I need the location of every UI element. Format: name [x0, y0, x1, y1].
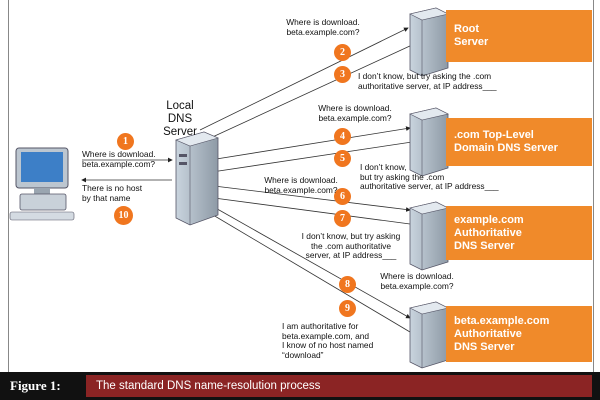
step-1: 1 [117, 133, 134, 150]
step-6: 6 [334, 188, 351, 205]
step-3: 3 [334, 66, 351, 83]
message-8: Where is download. beta.example.com? [380, 271, 454, 291]
root-server-tower-icon [409, 7, 449, 77]
message-6: Where is download. beta.example.com? [264, 175, 338, 195]
root-server-box: Root Server [446, 10, 592, 62]
arrow-5 [211, 141, 413, 174]
arrow-4 [209, 126, 411, 161]
figure-number: Figure 1: [10, 378, 61, 393]
example-server-box: example.com Authoritative DNS Server [446, 206, 592, 260]
message-1: Where is download. beta.example.com? [82, 149, 156, 169]
arrow-7 [213, 196, 411, 225]
beta-server-box: beta.example.com Authoritative DNS Serve… [446, 306, 592, 362]
example-server-tower-icon [409, 201, 449, 271]
figure-caption: Figure 1: The standard DNS name-resoluti… [0, 372, 600, 400]
message-5: I don’t know, but try asking the .com au… [360, 162, 499, 192]
arrow-9 [207, 211, 411, 333]
arrow-6 [213, 185, 411, 212]
step-10: 10 [114, 206, 133, 225]
message-3: I don’t know, but try asking the .com au… [358, 71, 497, 91]
beta-server-tower-icon [409, 301, 449, 369]
arrow-2 [199, 27, 409, 131]
step-4: 4 [334, 128, 351, 145]
message-7: I don’t know, but try asking the .com au… [301, 231, 401, 261]
step-7: 7 [334, 210, 351, 227]
diagram-area [8, 0, 594, 372]
step-5: 5 [334, 150, 351, 167]
step-2: 2 [334, 44, 351, 61]
client-computer-icon [9, 147, 75, 221]
local-dns-server-icon [175, 131, 219, 226]
arrow-8 [211, 205, 411, 319]
com-server-box: .com Top-Level Domain DNS Server [446, 118, 592, 166]
figure-title: The standard DNS name-resolution process [86, 375, 592, 397]
message-2: Where is download. beta.example.com? [286, 17, 360, 37]
local-dns-server-label: Local DNS Server [163, 100, 197, 138]
message-10: There is no host by that name [82, 183, 143, 203]
message-9: I am authoritative for beta.example.com,… [282, 321, 374, 360]
step-9: 9 [339, 300, 356, 317]
step-8: 8 [339, 276, 356, 293]
com-server-tower-icon [409, 107, 449, 177]
message-4: Where is download. beta.example.com? [318, 103, 392, 123]
arrow-3 [205, 44, 413, 141]
